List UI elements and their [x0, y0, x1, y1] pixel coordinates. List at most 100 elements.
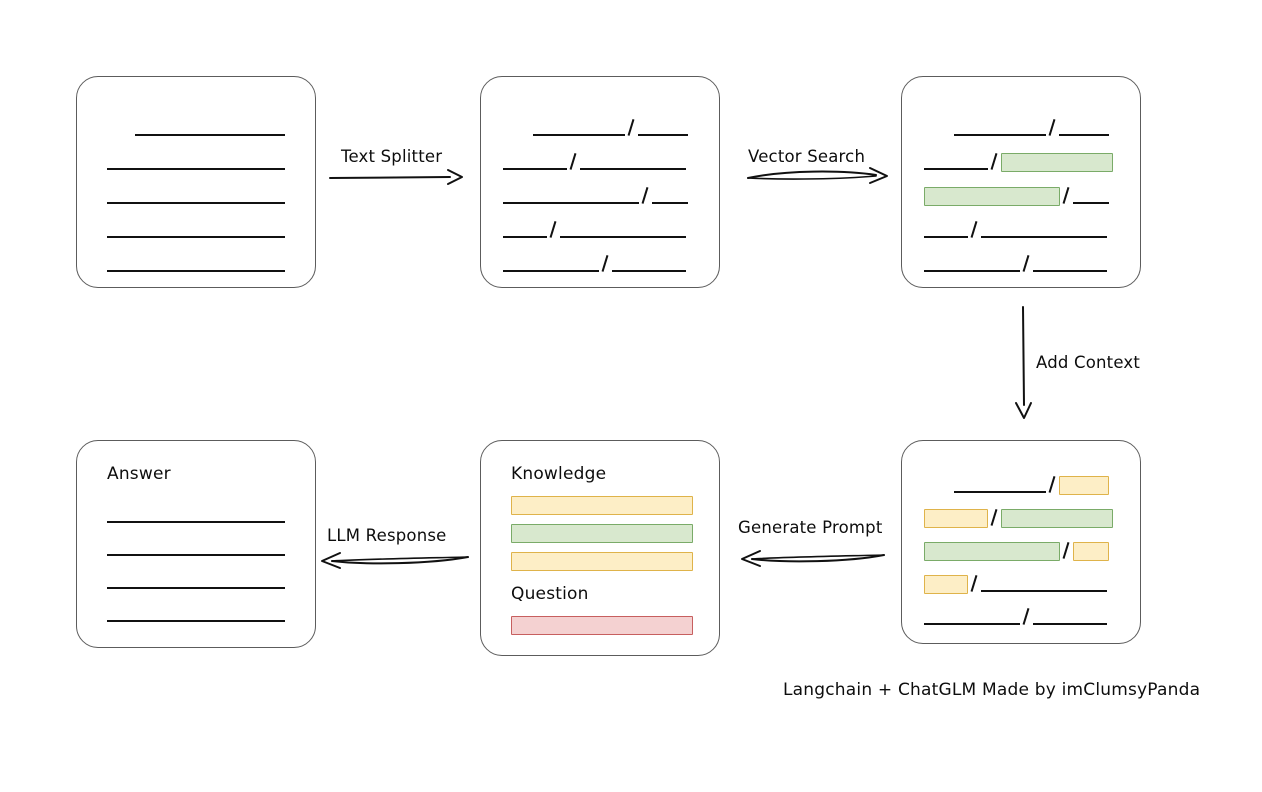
text-rule: [503, 185, 639, 207]
document-line: [924, 253, 1107, 275]
answer-card[interactable]: Answer: [76, 440, 316, 648]
text-rule: [107, 253, 285, 275]
footer-credit: Langchain + ChatGLM Made by imClumsyPand…: [783, 680, 1201, 700]
knowledge-bars: [481, 441, 719, 655]
text-rule: [1059, 117, 1109, 139]
text-rule: [638, 117, 688, 139]
text-rule: [107, 570, 285, 592]
text-rule: [924, 151, 988, 173]
slash-separator-icon: [1020, 606, 1033, 628]
text-rule: [924, 253, 1020, 275]
knowledge-label: Knowledge: [511, 464, 607, 484]
slash-separator-icon: [1060, 185, 1073, 207]
document-line: [954, 474, 1109, 496]
slash-separator-icon: [1046, 117, 1059, 139]
prompt-bar: [511, 496, 693, 515]
slash-separator-icon: [968, 219, 981, 241]
text-rule: [924, 219, 968, 241]
document-line: [107, 151, 285, 173]
prompt-bar: [511, 616, 693, 635]
document-line: [107, 253, 285, 275]
edge-arrow-text-splitter: [329, 169, 463, 185]
text-rule: [924, 606, 1020, 628]
edge-label-add-context: Add Context: [1036, 353, 1141, 372]
text-rule: [135, 117, 285, 139]
highlighted-chunk: [1073, 541, 1109, 561]
slash-separator-icon: [968, 573, 981, 595]
vector-matched-document-lines: [902, 77, 1140, 287]
text-rule: [954, 474, 1046, 496]
prompt-card[interactable]: Knowledge Question: [480, 440, 720, 656]
document-line: [924, 573, 1107, 595]
text-rule: [1033, 253, 1107, 275]
edge-arrow-add-context: [1015, 306, 1032, 419]
document-line: [107, 603, 285, 625]
document-line: [503, 151, 686, 173]
text-rule: [533, 117, 625, 139]
slash-separator-icon: [1046, 474, 1059, 496]
text-rule: [107, 603, 285, 625]
document-line: [533, 117, 688, 139]
document-line: [924, 151, 1113, 173]
question-bars: [481, 441, 719, 655]
source-document-lines: [77, 77, 315, 287]
vector-matched-document-card[interactable]: [901, 76, 1141, 288]
edge-arrow-llm-response: [321, 552, 469, 569]
question-label: Question: [511, 584, 589, 604]
edge-label-llm-response: LLM Response: [327, 526, 447, 545]
text-rule: [981, 573, 1107, 595]
text-rule: [1073, 185, 1109, 207]
slash-separator-icon: [988, 151, 1001, 173]
text-rule: [560, 219, 686, 241]
text-rule: [107, 219, 285, 241]
highlighted-chunk: [1001, 508, 1113, 528]
document-line: [107, 570, 285, 592]
edge-label-text-splitter: Text Splitter: [341, 147, 443, 166]
text-rule: [107, 504, 285, 526]
prompt-bar: [511, 524, 693, 543]
document-line: [135, 117, 285, 139]
document-line: [503, 219, 686, 241]
slash-separator-icon: [567, 151, 580, 173]
text-rule: [107, 537, 285, 559]
highlighted-chunk: [924, 508, 988, 528]
text-rule: [503, 219, 547, 241]
document-line: [503, 253, 686, 275]
text-rule: [107, 185, 285, 207]
slash-separator-icon: [1060, 540, 1073, 562]
highlighted-chunk: [1001, 152, 1113, 172]
text-rule: [981, 219, 1107, 241]
context-document-lines: [902, 441, 1140, 643]
document-line: [503, 185, 688, 207]
document-line: [924, 540, 1109, 562]
context-document-card[interactable]: [901, 440, 1141, 644]
text-rule: [503, 253, 599, 275]
slash-separator-icon: [599, 253, 612, 275]
text-rule: [107, 151, 285, 173]
text-rule: [652, 185, 688, 207]
slash-separator-icon: [639, 185, 652, 207]
highlighted-chunk: [924, 541, 1060, 561]
slash-separator-icon: [625, 117, 638, 139]
text-rule: [612, 253, 686, 275]
source-document-card[interactable]: [76, 76, 316, 288]
edge-arrow-generate-prompt: [741, 550, 885, 567]
document-line: [107, 504, 285, 526]
slash-separator-icon: [988, 507, 1001, 529]
document-line: [107, 185, 285, 207]
split-document-lines: [481, 77, 719, 287]
answer-lines: [77, 441, 315, 647]
split-document-card[interactable]: [480, 76, 720, 288]
text-rule: [1033, 606, 1107, 628]
highlighted-chunk: [1059, 475, 1109, 495]
answer-label: Answer: [107, 464, 171, 484]
edge-label-generate-prompt: Generate Prompt: [738, 518, 883, 537]
slash-separator-icon: [547, 219, 560, 241]
document-line: [107, 537, 285, 559]
document-line: [107, 219, 285, 241]
slash-separator-icon: [1020, 253, 1033, 275]
document-line: [924, 507, 1113, 529]
document-line: [924, 185, 1109, 207]
document-line: [924, 219, 1107, 241]
